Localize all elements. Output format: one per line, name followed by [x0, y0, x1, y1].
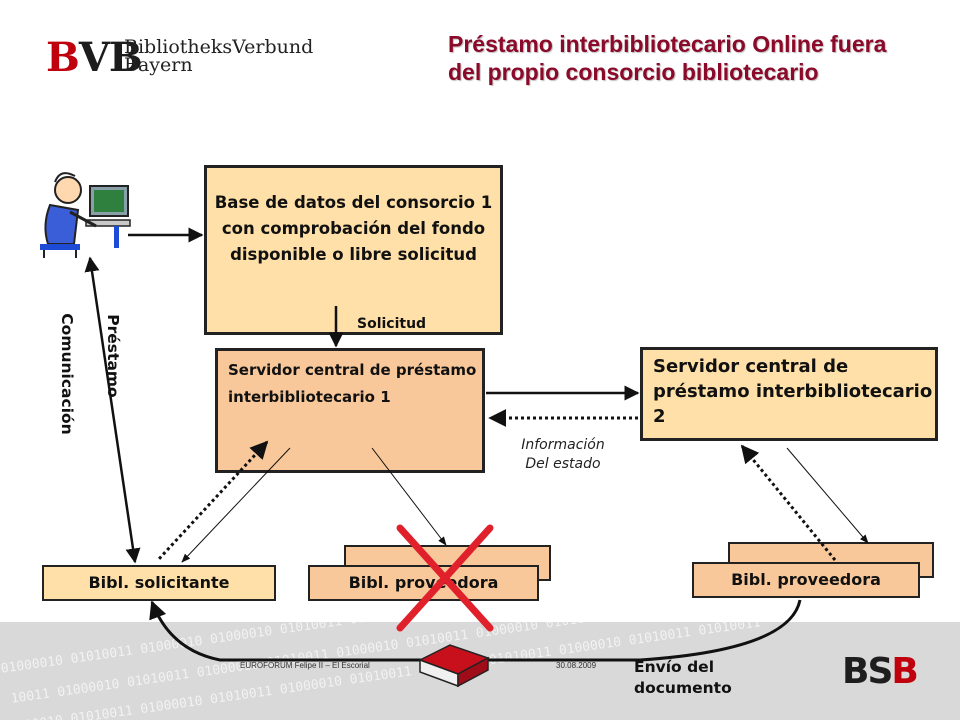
solicitud-label: Solicitud: [357, 316, 427, 332]
cross-mark-icon: [396, 524, 494, 632]
bvb-logo-mark: BVB: [46, 34, 143, 81]
bsb-logo: BSB: [842, 651, 919, 692]
status-info-label: Información Del estado: [521, 437, 605, 472]
provider2-library-box: Bibl. proveedora: [692, 562, 920, 598]
footer-event: EUROFORUM Felipe II – El Escorial: [240, 661, 370, 670]
slide-title: Préstamo interbibliotecario Online fuera…: [448, 31, 887, 85]
server1-box-text: Servidor central de préstamo interbiblio…: [228, 361, 477, 406]
requesting-library-box: Bibl. solicitante: [42, 565, 276, 601]
footer-date: 30.08.2009: [556, 661, 597, 670]
book-icon: [418, 644, 490, 688]
database-box-text: Base de datos del consorcio 1 con compro…: [214, 193, 493, 264]
server2-box-text: Servidor central de préstamo interbiblio…: [653, 356, 933, 427]
consortium-database-box: Base de datos del consorcio 1 con compro…: [204, 165, 503, 335]
user-at-computer-icon: [40, 172, 131, 258]
bvb-logo-name: BibliotheksVerbund Bayern: [124, 36, 314, 76]
document-delivery-label: Envío del documento: [634, 658, 732, 697]
server2-box: Servidor central de préstamo interbiblio…: [640, 347, 938, 441]
